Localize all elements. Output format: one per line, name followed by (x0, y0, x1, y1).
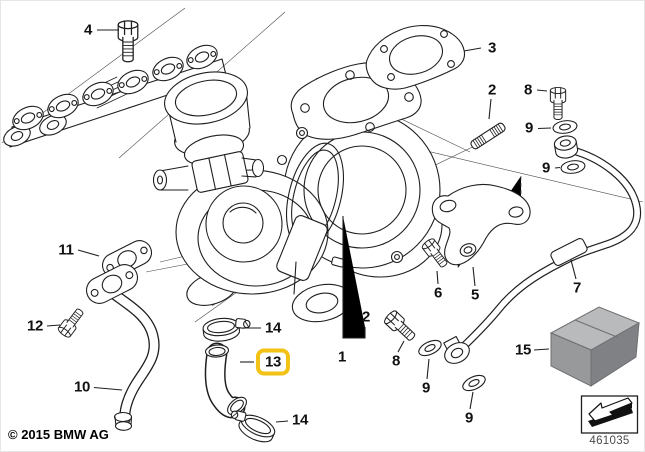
callout-8-lower[interactable]: 8 (391, 352, 401, 370)
callout-14-lower[interactable]: 14 (291, 411, 309, 429)
callout-9-upper[interactable]: 9 (524, 119, 534, 137)
part-washer-9-upper (551, 118, 579, 136)
part-oil-return-pipe-10 (85, 264, 160, 431)
diagram-number: 461035 (589, 435, 630, 447)
part-bracket-5 (431, 183, 531, 266)
callout-9-lower-2[interactable]: 9 (464, 409, 474, 427)
part-bolt-4 (117, 20, 139, 63)
copyright-notice: © 2015 BMW AG (8, 427, 109, 442)
part-hose-13 (204, 342, 247, 419)
part-gasket-3 (365, 25, 466, 90)
callout-2-upper[interactable]: 2 (487, 81, 497, 99)
callout-10[interactable]: 10 (73, 378, 91, 396)
part-washer-9-middle (559, 158, 587, 176)
part-bolt-8-upper (549, 86, 567, 120)
callout-6[interactable]: 6 (433, 284, 443, 302)
callout-15[interactable]: 15 (514, 341, 532, 359)
callout-1[interactable]: 1 (337, 348, 347, 366)
callout-12[interactable]: 12 (26, 317, 44, 335)
callout-4[interactable]: 4 (83, 21, 93, 39)
callout-14-upper[interactable]: 14 (264, 319, 282, 337)
part-clamp-14-upper (201, 314, 253, 344)
part-oil-pipe-7 (443, 135, 642, 364)
part-clamp-14-lower (224, 405, 279, 447)
part-bolt-8-lower (382, 308, 419, 345)
next-diagram-arrow-icon (588, 397, 633, 427)
part-kit-box-15 (549, 306, 641, 387)
part-stud-2 (470, 122, 506, 150)
callout-13[interactable]: 13 (255, 348, 291, 376)
callout-7[interactable]: 7 (572, 279, 582, 297)
next-diagram-button[interactable] (580, 395, 639, 434)
leader-lines (46, 29, 577, 423)
part-turbocharger (152, 62, 443, 323)
callout-8-upper[interactable]: 8 (523, 81, 533, 99)
part-washer-9-lower-1 (415, 336, 445, 360)
part-bolt-12 (56, 305, 88, 340)
callout-11[interactable]: 11 (58, 241, 74, 259)
callout-3[interactable]: 3 (487, 39, 497, 57)
part-washer-9-lower-2 (459, 371, 489, 395)
callout-9-middle[interactable]: 9 (541, 159, 551, 177)
callout-2-lower[interactable]: 2 (361, 308, 371, 326)
callout-5[interactable]: 5 (470, 286, 480, 304)
callout-9-lower-1[interactable]: 9 (421, 379, 431, 397)
